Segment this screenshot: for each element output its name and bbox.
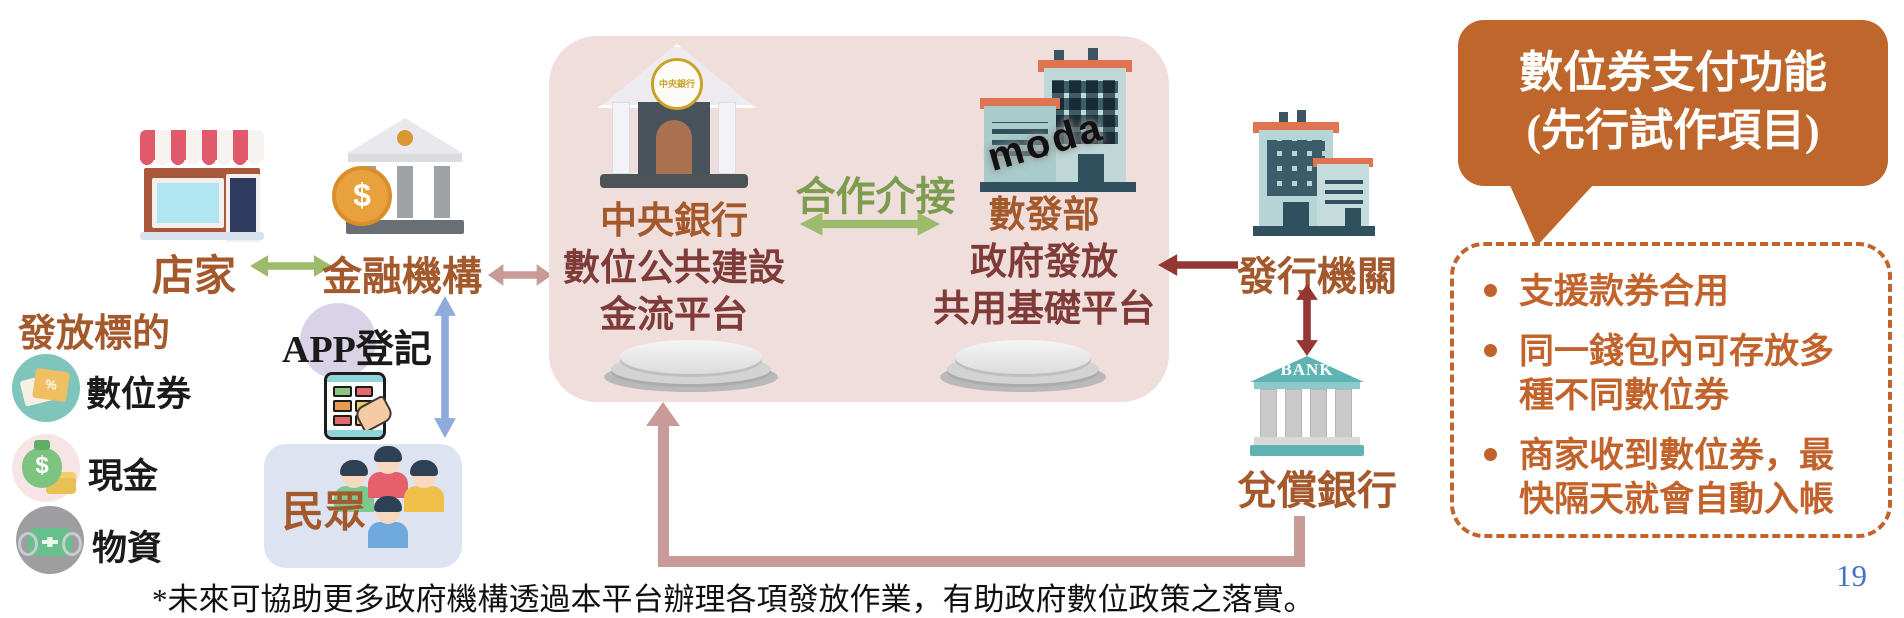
public-box bbox=[264, 444, 462, 568]
moda-platform-line2: 共用基礎平台 bbox=[933, 289, 1155, 330]
callout-bubble: 數位券支付功能 (先行試作項目) bbox=[1458, 20, 1888, 186]
feature-item: 商家收到數位券，最快隔天就會自動入帳 bbox=[1478, 434, 1870, 522]
distribution-targets-title: 發放標的 bbox=[18, 313, 171, 355]
bullet-dot bbox=[1484, 284, 1497, 297]
dollar-coin-icon: $ bbox=[332, 166, 392, 226]
central-bank-name: 中央銀行 bbox=[600, 201, 748, 242]
financial-institution-icon: $ bbox=[332, 118, 464, 234]
person bbox=[334, 460, 374, 512]
cbc-platform-line1: 數位公共建設 bbox=[563, 248, 785, 289]
rose-connector-horizontal-segment bbox=[658, 556, 1305, 567]
phone-app-icon bbox=[324, 372, 396, 440]
redemption-bank-building-icon: BANK bbox=[1250, 356, 1364, 458]
callout-title-line1: 數位券支付功能 bbox=[1519, 48, 1827, 97]
page-number: 19 bbox=[1836, 558, 1867, 593]
moda-platform-text: 數發部 政府發放 共用基礎平台 bbox=[918, 192, 1170, 333]
rose-connector-left-segment bbox=[658, 424, 669, 562]
issuing-agency-label: 發行機關 bbox=[1237, 254, 1397, 299]
mask-icon bbox=[16, 506, 84, 574]
issuing-agency-building-icon bbox=[1253, 110, 1375, 238]
green-double-arrow bbox=[250, 255, 332, 277]
voucher-icon: % % bbox=[12, 354, 80, 422]
feature-item: 支援款券合用 bbox=[1478, 270, 1870, 314]
feature-list-box: 支援款券合用 同一錢包內可存放多種不同數位券 商家收到數位券，最快隔天就會自動入… bbox=[1450, 242, 1892, 538]
money-bag-icon: $ bbox=[12, 434, 80, 502]
cooperation-link-label: 合作介接 bbox=[795, 174, 956, 219]
central-bank-seal: 中央銀行 bbox=[651, 58, 703, 110]
target-goods-label: 物資 bbox=[92, 529, 163, 568]
rose-connector-right-segment bbox=[1294, 516, 1305, 566]
pedestal-icon bbox=[604, 336, 778, 392]
person bbox=[368, 496, 408, 548]
callout-title-line2: (先行試作項目) bbox=[1526, 106, 1820, 155]
feature-item: 同一錢包內可存放多種不同數位券 bbox=[1478, 330, 1870, 418]
feature-text: 支援款券合用 bbox=[1519, 272, 1730, 311]
central-bank-building-icon: 中央銀行 bbox=[598, 44, 756, 196]
target-voucher-label: 數位券 bbox=[86, 375, 192, 414]
bullet-dot bbox=[1484, 344, 1497, 357]
app-registration-label: APP登記 bbox=[282, 329, 432, 371]
person bbox=[404, 460, 444, 512]
financial-institution-label: 金融機構 bbox=[322, 254, 482, 299]
footnote: *未來可協助更多政府機構透過本平台辦理各項發放作業，有助政府數位政策之落實。 bbox=[152, 582, 1315, 617]
bank-sign: BANK bbox=[1280, 360, 1334, 379]
cbc-platform-line2: 金流平台 bbox=[600, 295, 748, 336]
red-vertical-double-arrow bbox=[1296, 284, 1318, 356]
feature-text: 商家收到數位券，最快隔天就會自動入帳 bbox=[1519, 436, 1835, 519]
callout-bubble-tail bbox=[1509, 184, 1594, 246]
bullet-dot bbox=[1484, 448, 1497, 461]
moda-platform-line1: 政府發放 bbox=[970, 242, 1118, 283]
moda-building-icon: moda bbox=[980, 48, 1136, 192]
rose-connector-arrowhead-up bbox=[646, 402, 680, 426]
red-left-arrow bbox=[1158, 254, 1238, 276]
pedestal-icon bbox=[940, 336, 1106, 392]
rose-double-arrow bbox=[488, 264, 552, 286]
person bbox=[368, 446, 408, 498]
blue-double-arrow bbox=[434, 296, 456, 438]
redemption-bank-label: 兌償銀行 bbox=[1237, 468, 1397, 513]
central-bank-platform-text: 中央銀行 數位公共建設 金流平台 bbox=[548, 198, 800, 339]
green-cooperation-double-arrow bbox=[800, 212, 940, 236]
store-label: 店家 bbox=[151, 254, 236, 300]
feature-text: 同一錢包內可存放多種不同數位券 bbox=[1519, 332, 1835, 415]
public-label: 民眾 bbox=[282, 490, 367, 536]
storefront-icon bbox=[140, 112, 264, 242]
moda-name: 數發部 bbox=[988, 195, 1100, 236]
target-cash-label: 現金 bbox=[88, 457, 159, 496]
app-circle-backdrop bbox=[300, 303, 376, 379]
